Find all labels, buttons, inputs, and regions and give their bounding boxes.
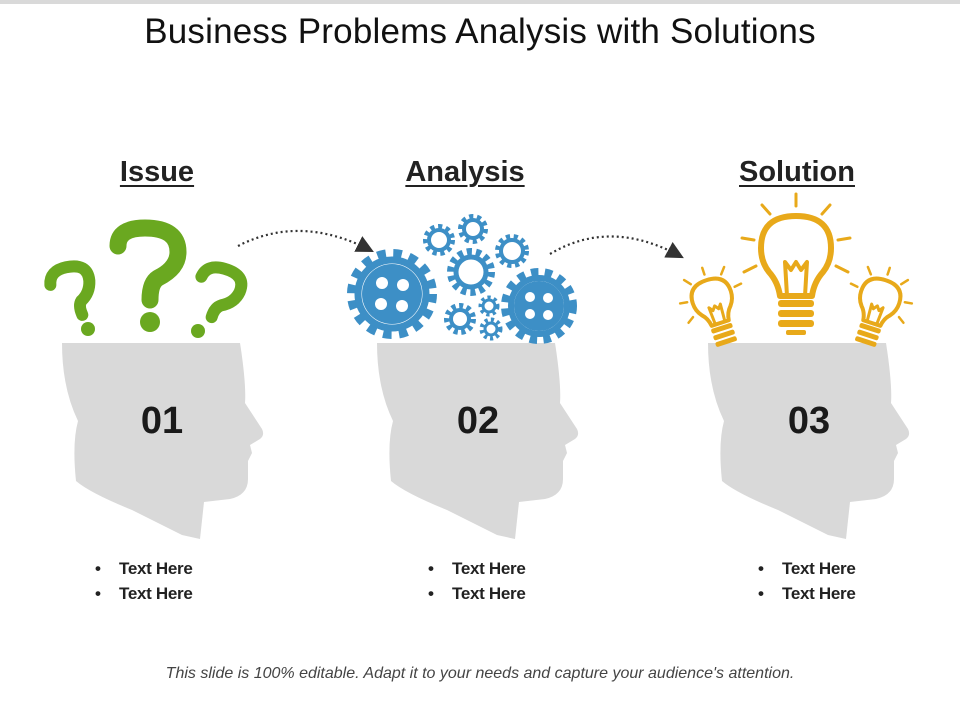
arrow-analysis-to-solution: [549, 235, 684, 259]
bullet-item: Text Here: [428, 581, 526, 606]
arrow-issue-to-analysis: [237, 229, 374, 253]
stage-heading-solution: Solution: [739, 156, 855, 188]
bullet-item: Text Here: [95, 556, 193, 581]
bullet-list-solution: Text Here Text Here: [758, 556, 856, 606]
footer-note: This slide is 100% editable. Adapt it to…: [165, 665, 795, 682]
bullet-item: Text Here: [95, 581, 193, 606]
stage-number-1: 01: [140, 400, 184, 442]
bullet-item: Text Here: [758, 556, 856, 581]
top-rule: [0, 0, 960, 4]
bullet-list-analysis: Text Here Text Here: [428, 556, 526, 606]
slide-title: Business Problems Analysis with Solution…: [144, 12, 816, 51]
stage-heading-analysis: Analysis: [405, 156, 525, 188]
bullet-list-issue: Text Here Text Here: [95, 556, 193, 606]
light-bulbs-icon: [678, 192, 914, 347]
bullet-item: Text Here: [758, 581, 856, 606]
stage-heading-issue: Issue: [119, 156, 195, 188]
stage-number-2: 02: [456, 400, 500, 442]
stage-number-3: 03: [787, 400, 831, 442]
question-marks-icon: [44, 219, 248, 338]
bullet-item: Text Here: [428, 556, 526, 581]
gears-icon: [347, 214, 577, 344]
